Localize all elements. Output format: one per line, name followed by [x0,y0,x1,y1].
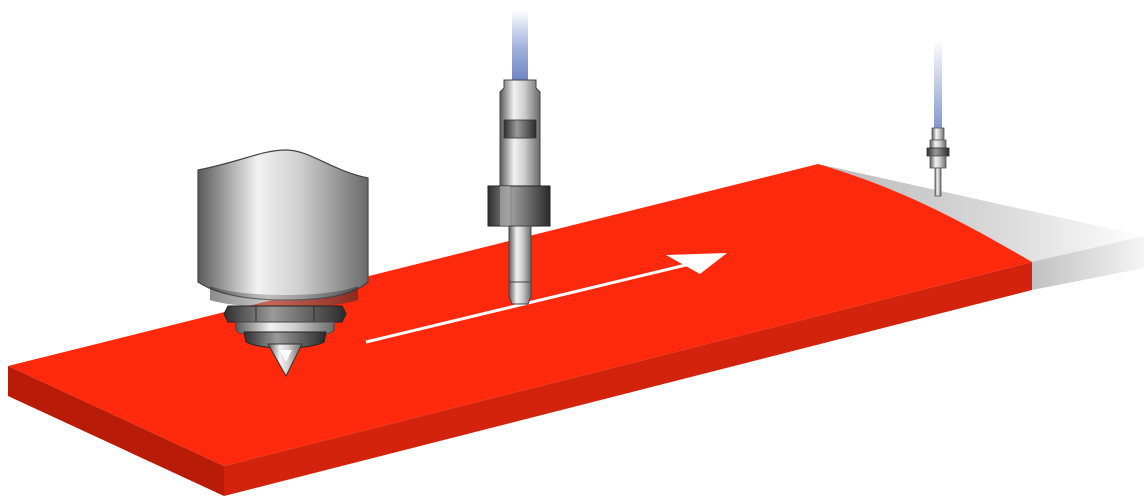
dispensing-nozzle [197,149,369,378]
plate-continuation [818,164,1144,290]
workpiece-plate [8,164,1032,496]
thin-sensor-probe [926,40,950,197]
sensor-cable-icon [934,40,942,132]
measurement-probe [487,10,551,305]
probe-cable-icon [512,10,528,80]
